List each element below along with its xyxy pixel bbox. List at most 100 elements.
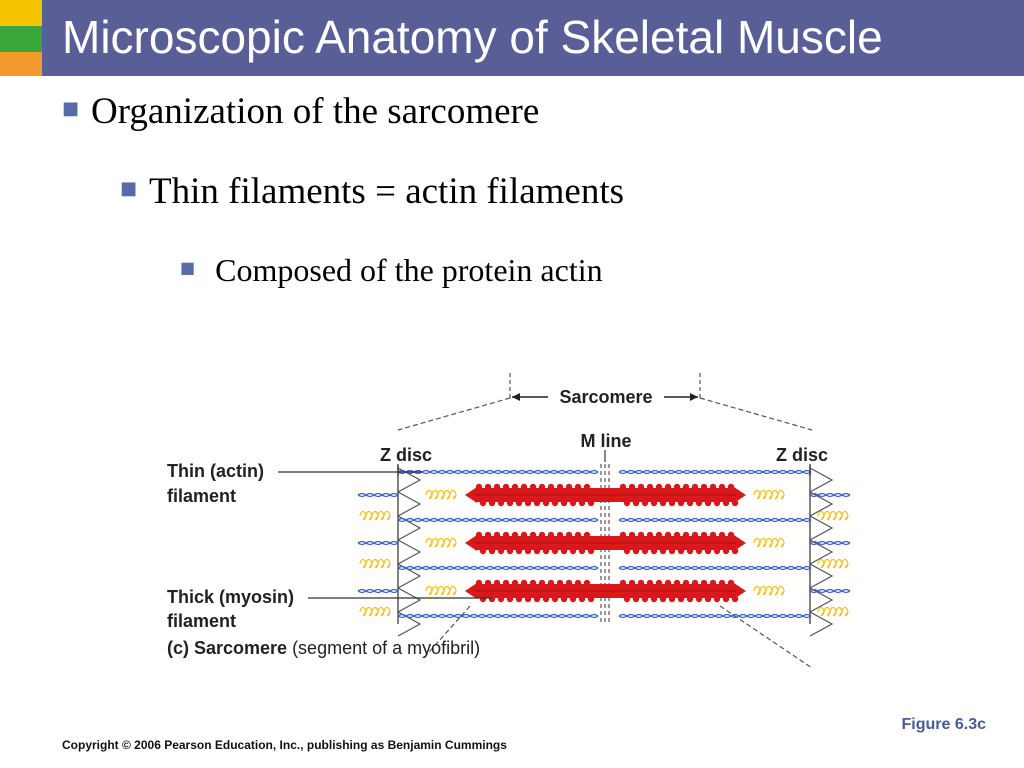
bullet-text: Thin filaments = actin filaments: [149, 171, 625, 212]
myosin-head: [587, 595, 595, 603]
myosin-head: [632, 595, 640, 603]
thin-filament: [397, 613, 599, 617]
myosin-head: [529, 531, 537, 539]
thin-filament-label-line1: Thin (actin): [167, 461, 264, 481]
myosin-head: [628, 483, 636, 491]
myosin-head: [583, 483, 591, 491]
myosin-head: [475, 579, 483, 587]
thin-filament: [397, 567, 599, 571]
myosin-head: [673, 483, 681, 491]
thin-filament: [618, 615, 812, 619]
myosin-head: [650, 595, 658, 603]
myosin-head: [529, 579, 537, 587]
myosin-head: [547, 531, 555, 539]
arrow-head-left-icon: [512, 393, 520, 401]
myosin-head: [664, 531, 672, 539]
bullet-level-3: ■Composed of the protein actin: [180, 252, 603, 289]
dashed-connector-bottom-left: [421, 605, 471, 661]
myosin-head: [628, 531, 636, 539]
myosin-head: [628, 579, 636, 587]
myosin-head: [695, 595, 703, 603]
thin-filament-outer: [357, 588, 399, 592]
myosin-head: [511, 531, 519, 539]
myosin-head: [533, 547, 541, 555]
titin-spring-outer: [359, 606, 391, 617]
myosin-head: [587, 499, 595, 507]
myosin-head: [691, 531, 699, 539]
titin-spring-outer: [817, 558, 849, 569]
myosin-head: [524, 499, 532, 507]
myosin-head: [704, 547, 712, 555]
myosin-head: [583, 531, 591, 539]
myosin-head: [484, 579, 492, 587]
myosin-head: [520, 579, 528, 587]
thin-filament-outer: [809, 588, 851, 592]
myosin-head: [677, 499, 685, 507]
myosin-head: [502, 531, 510, 539]
myosin-head: [538, 483, 546, 491]
thin-filament-outer: [809, 540, 851, 544]
myosin-head: [493, 579, 501, 587]
myosin-head: [542, 499, 550, 507]
myosin-head: [556, 483, 564, 491]
myosin-head: [574, 483, 582, 491]
titin-spring-outer: [817, 606, 849, 617]
thin-filament: [397, 469, 599, 473]
thick-filament-tip: [734, 583, 746, 599]
thick-filament-tip: [465, 487, 477, 503]
myosin-head: [569, 547, 577, 555]
myosin-head: [664, 483, 672, 491]
myosin-head: [655, 579, 663, 587]
myosin-head: [569, 595, 577, 603]
myosin-head: [637, 579, 645, 587]
myosin-head: [551, 595, 559, 603]
myosin-head: [619, 579, 627, 587]
myosin-head: [497, 499, 505, 507]
thin-filament-outer: [357, 590, 399, 594]
bullet-text: Organization of the sarcomere: [91, 91, 540, 132]
myosin-head: [695, 499, 703, 507]
myosin-head: [700, 579, 708, 587]
titin-spring: [425, 537, 457, 548]
myosin-head: [542, 547, 550, 555]
myosin-head: [673, 531, 681, 539]
myosin-head: [704, 499, 712, 507]
myosin-head: [560, 499, 568, 507]
myosin-head: [655, 483, 663, 491]
myosin-head: [547, 579, 555, 587]
myosin-head: [511, 483, 519, 491]
myosin-head: [529, 483, 537, 491]
z-disc-left: [396, 467, 422, 637]
myosin-head: [731, 499, 739, 507]
myosin-head: [556, 531, 564, 539]
z-disc-right-label: Z disc: [776, 445, 828, 465]
thin-filament-outer: [357, 542, 399, 546]
figure-caption: (c) Sarcomere (segment of a myofibril): [167, 638, 480, 658]
myosin-head: [488, 595, 496, 603]
title-bar: [42, 0, 1024, 76]
myosin-head: [475, 531, 483, 539]
myosin-head: [682, 531, 690, 539]
thin-filament-outer: [809, 492, 851, 496]
titin-spring-outer: [359, 558, 391, 569]
myosin-head: [709, 483, 717, 491]
myosin-head: [650, 547, 658, 555]
myosin-head: [668, 595, 676, 603]
myosin-head: [637, 531, 645, 539]
thin-filament: [618, 471, 812, 475]
accent-block-yellow: [0, 0, 42, 26]
myosin-head: [515, 547, 523, 555]
myosin-head: [722, 547, 730, 555]
myosin-head: [506, 499, 514, 507]
myosin-head: [691, 579, 699, 587]
myosin-head: [646, 483, 654, 491]
myosin-head: [578, 547, 586, 555]
myosin-head: [479, 595, 487, 603]
myosin-head: [515, 595, 523, 603]
figure-number: Figure 6.3c: [901, 716, 986, 733]
myosin-head: [641, 547, 649, 555]
thin-filament: [397, 519, 599, 523]
filament-layer: [357, 464, 851, 637]
myosin-head: [533, 499, 541, 507]
thin-filament: [618, 519, 812, 523]
